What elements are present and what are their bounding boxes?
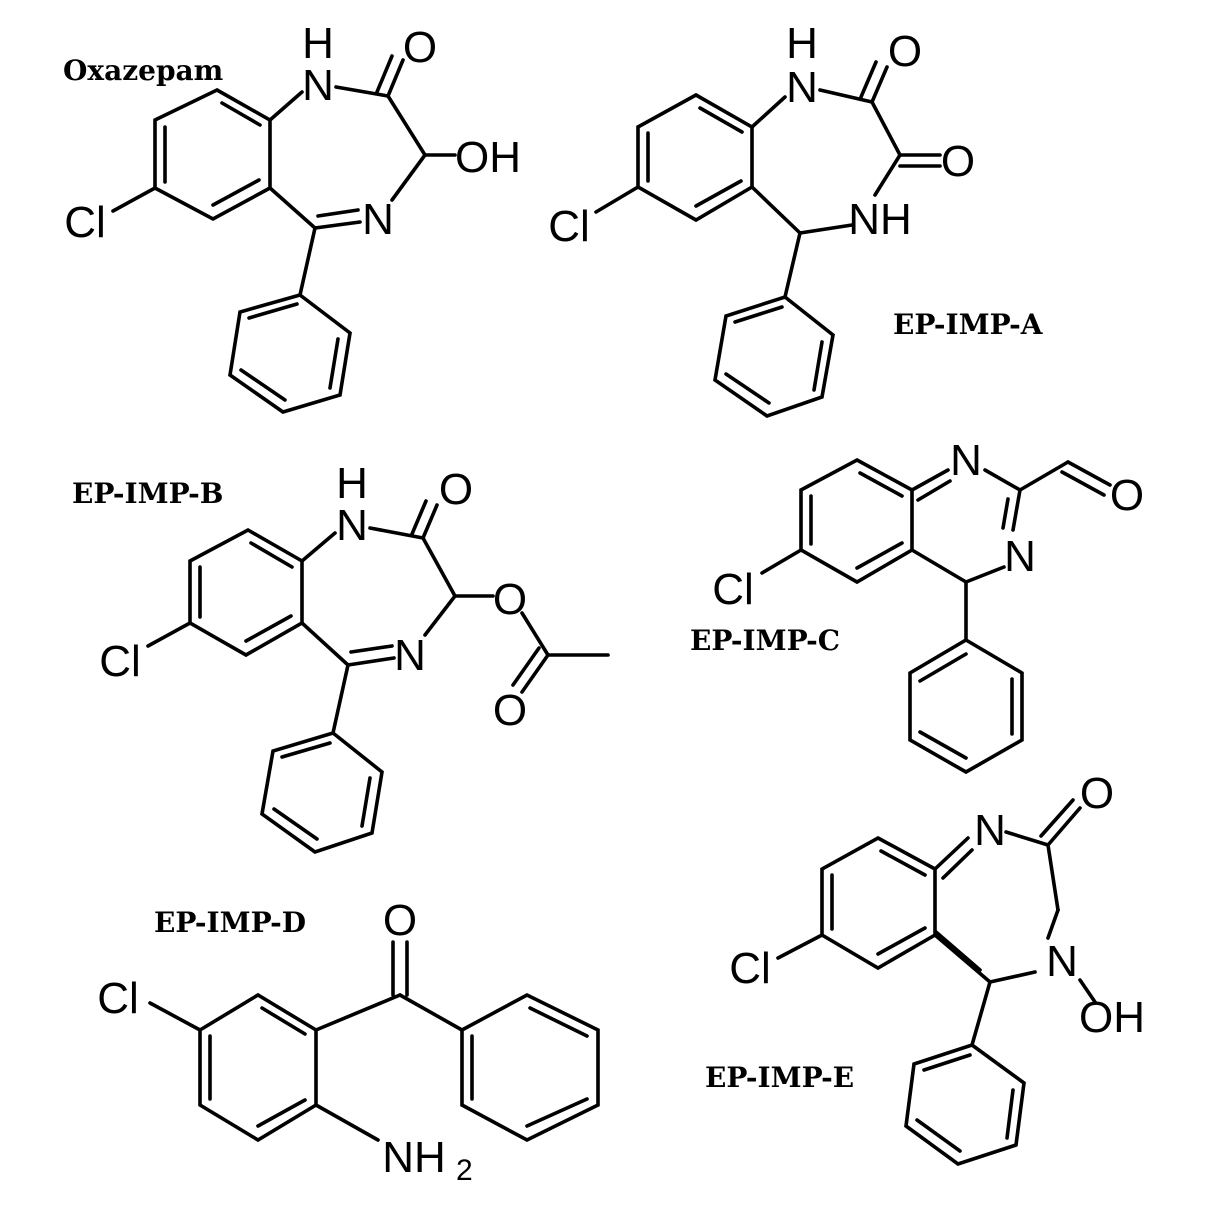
atom-nh2-subscript: 2	[456, 1154, 473, 1187]
atom-n: N	[974, 806, 1006, 855]
atom-n: N	[1046, 937, 1078, 986]
label-ep-imp-a: EP-IMP-A	[893, 308, 1044, 341]
atom-n: N	[394, 631, 426, 680]
atom-oh: OH	[1079, 993, 1145, 1042]
atom-n: N	[950, 436, 982, 485]
atom-cl: Cl	[64, 198, 106, 247]
atom-cl: Cl	[99, 637, 141, 686]
atom-n: N	[336, 501, 368, 550]
molecule-ep-imp-c: N N O Cl EP-IMP-C	[690, 436, 1144, 775]
molecule-oxazepam: H N O OH N Cl Oxazepam	[63, 19, 521, 414]
atom-cl: Cl	[712, 565, 754, 614]
label-ep-imp-e: EP-IMP-E	[705, 1061, 854, 1094]
atom-n: N	[1004, 532, 1036, 581]
label-ep-imp-c: EP-IMP-C	[690, 624, 840, 657]
molecule-ep-imp-e: N O N OH Cl EP-IMP-E	[705, 769, 1145, 1166]
atom-o: O	[888, 27, 922, 76]
atom-h: H	[336, 459, 368, 508]
label-ep-imp-b: EP-IMP-B	[72, 477, 223, 510]
molecule-ep-imp-d: O Cl NH 2 EP-IMP-D	[97, 896, 600, 1187]
label-oxazepam: Oxazepam	[63, 54, 223, 87]
atom-n: N	[302, 61, 334, 110]
atom-o-ester: O	[493, 575, 527, 624]
bonds-ep-imp-a	[594, 60, 942, 418]
label-ep-imp-d: EP-IMP-D	[154, 906, 306, 939]
bonds-ep-imp-d	[148, 940, 600, 1143]
bonds-ep-imp-e	[776, 798, 1097, 1166]
atom-cl: Cl	[548, 202, 590, 251]
atom-o: O	[383, 896, 417, 945]
atom-cl: Cl	[97, 974, 139, 1023]
atom-o: O	[941, 137, 975, 186]
atom-n: N	[786, 63, 818, 112]
atom-h: H	[302, 19, 334, 68]
bonds-ep-imp-c	[760, 457, 1112, 775]
bonds-ep-imp-b	[146, 499, 610, 854]
molecule-ep-imp-a: H N O O NH Cl EP-IMP-A	[548, 19, 1044, 418]
atom-o: O	[1110, 471, 1144, 520]
atom-oh: OH	[455, 133, 521, 182]
atom-o: O	[403, 23, 437, 72]
atom-nh: NH	[848, 195, 912, 244]
atom-n: N	[362, 195, 394, 244]
atom-o-carbonyl: O	[493, 686, 527, 735]
atom-cl: Cl	[729, 944, 771, 993]
bonds-oxazepam	[111, 54, 457, 414]
atom-o: O	[1080, 769, 1114, 818]
atom-h: H	[786, 19, 818, 68]
atom-nh2: NH	[382, 1133, 446, 1182]
atom-o: O	[439, 465, 473, 514]
molecule-ep-imp-b: H N O O O N Cl EP-IMP-B	[72, 459, 610, 854]
